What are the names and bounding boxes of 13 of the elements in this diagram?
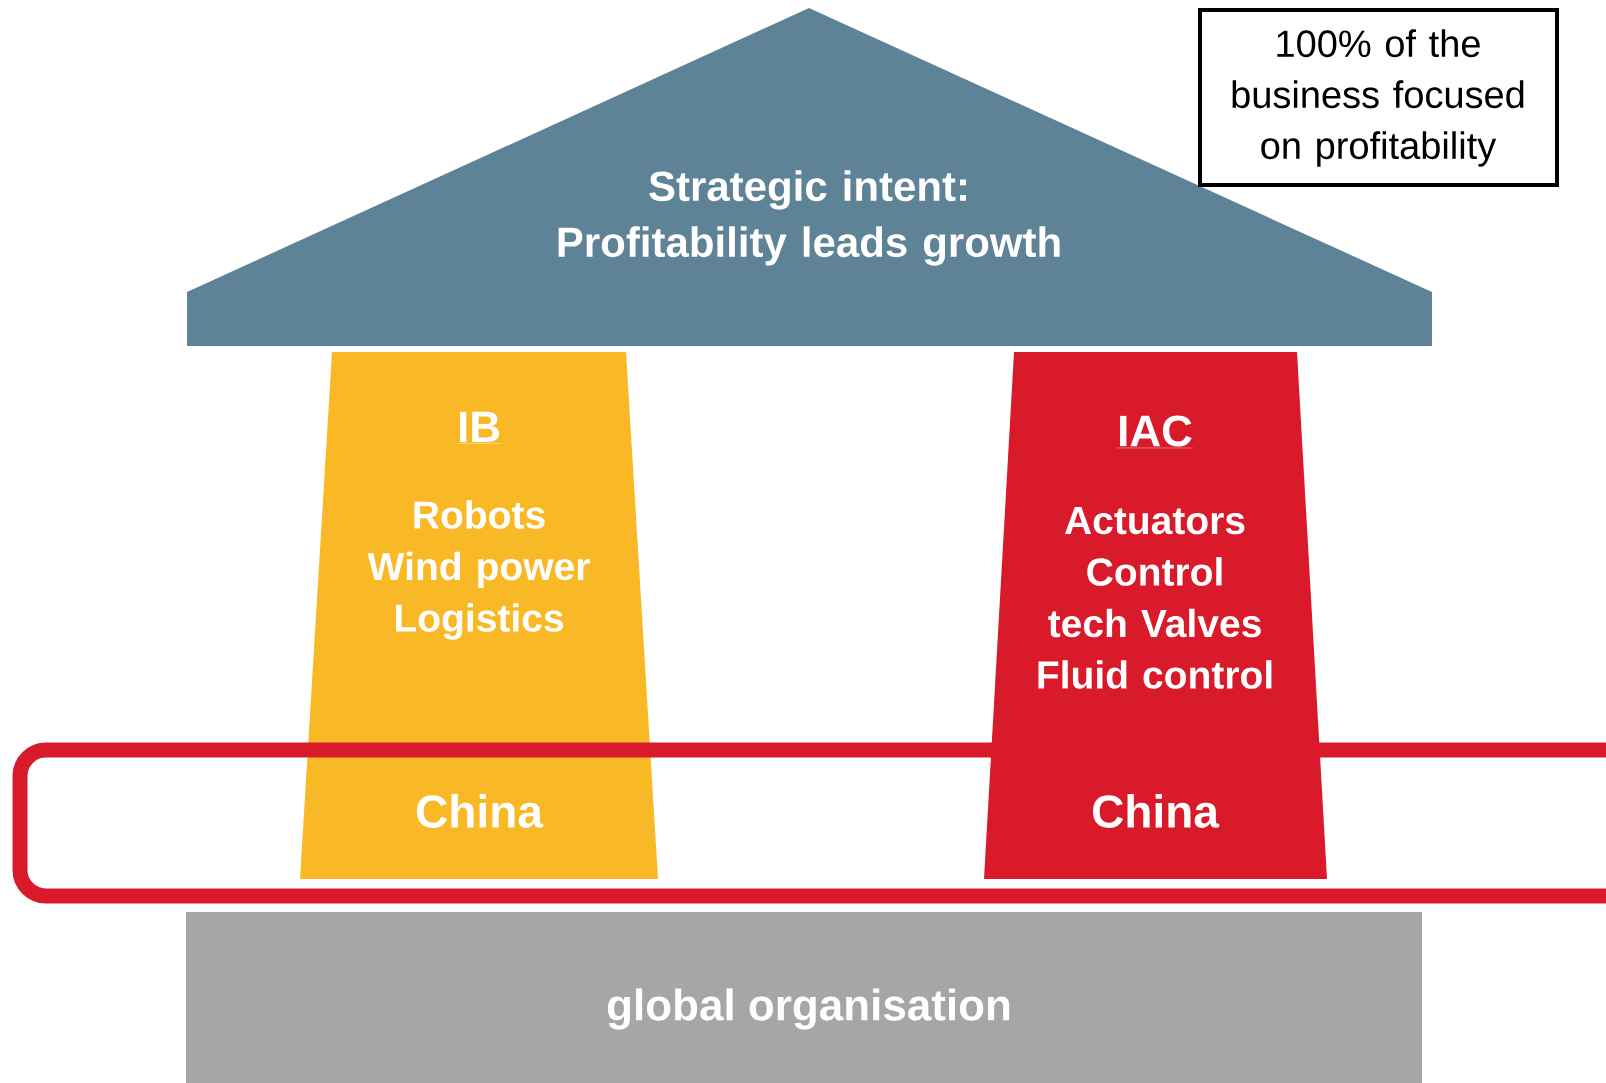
base-label: global organisation (607, 988, 1010, 1030)
note-text: 100% of the business focused on profitability (1232, 29, 1524, 167)
roof-title: Strategic intent: Profitability leads growth (558, 170, 1060, 266)
note-box (1198, 8, 1559, 187)
pillar-list: Robots Wind power Logistics (367, 500, 590, 640)
pillar-list: Actuators Control tech Valves Fluid control (1038, 507, 1272, 689)
pillar (984, 352, 1327, 879)
pillar-heading: IAC (1116, 415, 1194, 449)
region-label: China (417, 794, 544, 828)
pillar (300, 352, 658, 879)
pillar-heading: IB (456, 411, 502, 444)
foundation-block (186, 912, 1422, 1083)
region-label: China (1093, 794, 1220, 828)
